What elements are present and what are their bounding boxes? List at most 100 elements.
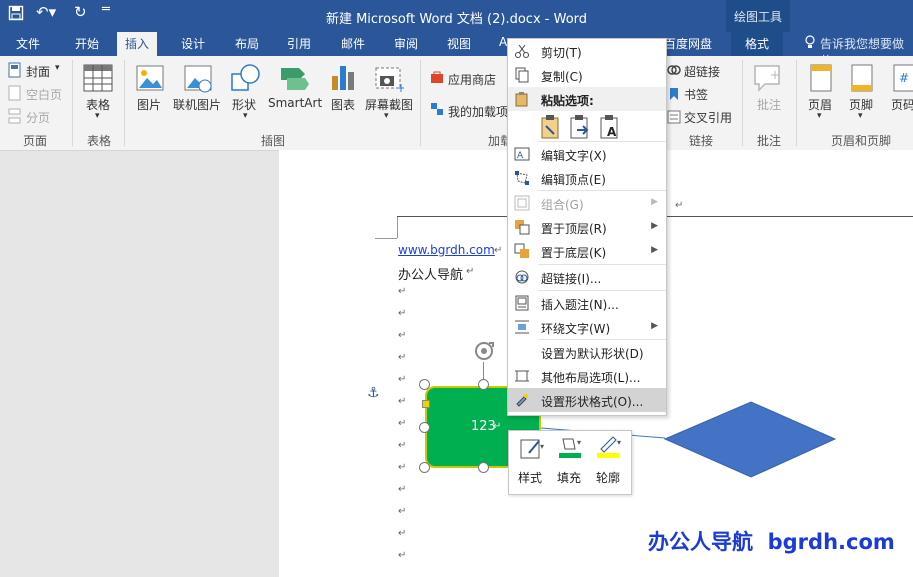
footer-icon[interactable] <box>851 64 873 95</box>
copy-icon <box>514 67 530 83</box>
submenu-arrow-icon: ▶ <box>651 197 658 207</box>
picture-icon[interactable] <box>135 64 165 97</box>
page-break-button[interactable]: 分页 <box>26 111 51 125</box>
online-picture-button[interactable]: 联机图片 <box>173 98 222 112</box>
menu-item-send-to-back[interactable]: 置于底层(K) ▶ <box>508 239 666 263</box>
smartart-button[interactable]: SmartArt <box>268 96 323 110</box>
fill-button-label[interactable]: 填充 <box>557 471 582 485</box>
bookmark-button[interactable]: 书签 <box>684 88 709 102</box>
bring-front-icon <box>514 219 530 235</box>
shape-style-icon[interactable]: ▾ <box>519 437 545 464</box>
paste-merge-format-icon[interactable] <box>569 114 591 143</box>
page-number-button[interactable]: 页码 <box>891 98 913 112</box>
drawing-tools-label: 绘图工具 <box>733 10 782 24</box>
new-comment-button[interactable]: 批注 <box>757 98 782 112</box>
customize-icon[interactable]: ═ <box>102 2 110 17</box>
tab-home[interactable]: 开始 <box>75 37 100 51</box>
document-link[interactable]: www.bgrdh.com <box>398 243 495 257</box>
my-addins-button[interactable]: 我的加载项 <box>448 105 509 119</box>
menu-separator <box>538 339 666 340</box>
menu-item-set-default-shape[interactable]: 设置为默认形状(D) <box>508 340 666 364</box>
tab-layout[interactable]: 布局 <box>235 37 260 51</box>
tab-view[interactable]: 视图 <box>447 37 472 51</box>
outline-button-label[interactable]: 轮廓 <box>596 471 621 485</box>
menu-item-label: 设置为默认形状(D) <box>541 347 644 361</box>
chart-icon[interactable] <box>330 62 356 95</box>
picture-button[interactable]: 图片 <box>137 98 162 112</box>
chart-button[interactable]: 图表 <box>331 98 356 112</box>
menu-item-more-layout[interactable]: 其他布局选项(L)... <box>508 364 666 388</box>
lightbulb-icon[interactable] <box>804 35 816 50</box>
my-addins-icon <box>430 102 444 119</box>
footer-button[interactable]: 页脚 <box>849 98 874 112</box>
menu-item-edit-text[interactable]: A 编辑文字(X) <box>508 142 666 166</box>
table-icon[interactable] <box>83 64 113 95</box>
wrap-text-icon <box>514 319 530 335</box>
resize-handle[interactable] <box>419 462 430 473</box>
header-button[interactable]: 页眉 <box>808 98 833 112</box>
ribbon-tabs: 文件 开始 插入 设计 布局 引用 邮件 审阅 视图 A 百度网盘 格式 告诉我… <box>0 32 913 68</box>
rotate-icon[interactable] <box>472 339 496 366</box>
menu-item-wrap-text[interactable]: 环绕文字(W) ▶ <box>508 315 666 339</box>
resize-handle[interactable] <box>478 462 489 473</box>
outline-pen-icon[interactable]: ▾ <box>595 435 625 464</box>
tab-references[interactable]: 引用 <box>287 37 312 51</box>
menu-item-cut[interactable]: 剪切(T) <box>508 39 666 63</box>
menu-item-edit-points[interactable]: 编辑顶点(E) <box>508 166 666 190</box>
resize-handle[interactable] <box>478 379 489 390</box>
resize-handle[interactable] <box>419 379 430 390</box>
menu-item-insert-caption[interactable]: 插入题注(N)... <box>508 291 666 315</box>
paragraph-mark: ↵ <box>398 484 407 495</box>
table-button[interactable]: 表格 <box>86 98 111 112</box>
menu-separator <box>538 190 666 191</box>
tab-review[interactable]: 审阅 <box>394 37 419 51</box>
tab-file[interactable]: 文件 <box>16 37 41 51</box>
tab-format[interactable]: 格式 <box>731 32 784 56</box>
fill-bucket-icon[interactable]: ▾ <box>557 435 585 464</box>
resize-handle[interactable] <box>419 422 430 433</box>
store-button[interactable]: 应用商店 <box>448 73 497 87</box>
comment-icon[interactable]: + <box>753 64 783 95</box>
paragraph-mark: ↵ <box>675 200 684 211</box>
blank-page-button[interactable]: 空白页 <box>26 88 63 102</box>
screenshot-icon[interactable]: + <box>374 64 406 97</box>
adjust-handle[interactable] <box>422 400 430 408</box>
smartart-icon[interactable] <box>279 64 309 95</box>
redo-icon[interactable]: ↻ <box>74 3 87 21</box>
online-picture-icon[interactable] <box>183 64 213 97</box>
drawing-tools-context: 绘图工具 <box>726 0 790 32</box>
page-number-icon[interactable]: # <box>893 64 913 95</box>
diamond-shape[interactable] <box>663 401 837 478</box>
shape-text[interactable]: 123 <box>471 419 496 434</box>
group-label-table: 表格 <box>87 134 112 148</box>
header-icon[interactable] <box>810 64 832 95</box>
save-icon[interactable] <box>8 5 24 25</box>
paste-keep-format-icon[interactable] <box>540 114 562 143</box>
shapes-button[interactable]: 形状 <box>232 98 257 112</box>
menu-item-bring-to-front[interactable]: 置于顶层(R) ▶ <box>508 215 666 239</box>
svg-text:+: + <box>396 81 404 94</box>
tab-design[interactable]: 设计 <box>181 37 206 51</box>
style-button-label[interactable]: 样式 <box>518 471 543 485</box>
tab-insert[interactable]: 插入 <box>117 32 158 56</box>
format-shape-icon <box>514 392 530 408</box>
menu-item-label: 设置形状格式(O)... <box>541 395 644 409</box>
hyperlink-button[interactable]: 超链接 <box>684 65 721 79</box>
menu-item-hyperlink[interactable]: 超链接(I)... <box>508 265 666 289</box>
document-text-line[interactable]: 办公人导航 <box>398 268 464 283</box>
paragraph-mark: ↵ <box>398 550 407 561</box>
paste-text-only-icon[interactable]: A <box>599 114 621 143</box>
tab-addin-partial[interactable]: A <box>499 35 508 49</box>
tab-mailings[interactable]: 邮件 <box>341 37 366 51</box>
title-bar: ↶▾ ↻ ═ 新建 Microsoft Word 文档 (2).docx - W… <box>0 0 913 32</box>
paragraph-mark: ↵ <box>398 308 407 319</box>
shapes-icon[interactable] <box>230 62 262 97</box>
cover-page-button[interactable]: 封面 <box>26 65 51 79</box>
tab-baidu-netdisk[interactable]: 百度网盘 <box>664 37 713 51</box>
menu-item-copy[interactable]: 复制(C) <box>508 63 666 87</box>
menu-item-format-shape[interactable]: 设置形状格式(O)... <box>508 388 666 412</box>
menu-item-label: 编辑文字(X) <box>541 149 607 163</box>
cross-reference-button[interactable]: 交叉引用 <box>684 111 733 125</box>
undo-icon[interactable]: ↶▾ <box>36 3 57 21</box>
screenshot-button[interactable]: 屏幕截图 <box>365 98 414 112</box>
